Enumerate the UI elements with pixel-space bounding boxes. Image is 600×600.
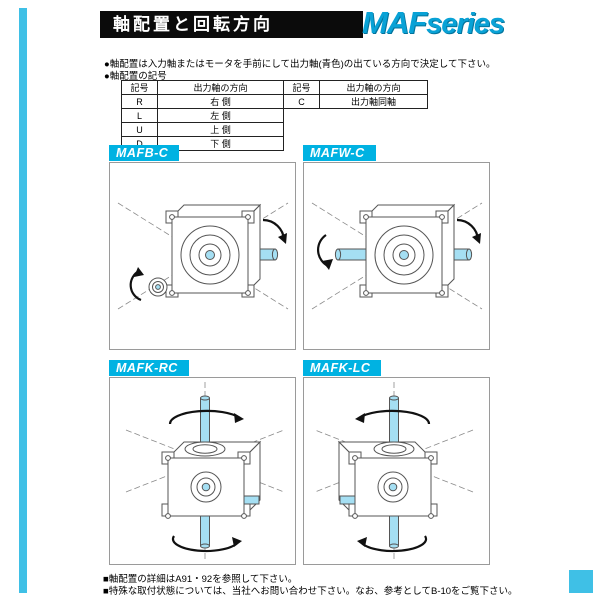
page-corner-tab xyxy=(569,570,593,593)
panel-mafb-c: MAFB-C xyxy=(109,144,296,350)
col-header-direction: 出力軸の方向 xyxy=(157,80,284,95)
front-bearing-cover xyxy=(190,471,222,503)
series-logo-series: series xyxy=(426,8,505,40)
panel-box xyxy=(109,162,296,350)
gearbox-illustration-horizontal xyxy=(117,202,289,310)
footer-note-1: ■軸配置の詳細はA91・92を参照して下さい。 xyxy=(103,574,298,585)
rotation-arrows xyxy=(355,409,431,553)
table-row: R 右 側 xyxy=(121,94,284,109)
col-header-direction: 出力軸の方向 xyxy=(319,80,428,95)
top-flange xyxy=(373,441,415,457)
output-bore xyxy=(180,225,240,285)
lower-output-shaft xyxy=(200,495,260,549)
table-header-row: 記号 出力軸の方向 xyxy=(121,80,284,95)
panel-box xyxy=(109,377,296,565)
panel-box xyxy=(303,162,490,350)
direction-cell: 下 側 xyxy=(157,136,284,151)
output-bore-center xyxy=(399,250,409,260)
page-title-bar: 軸配置と回転方向 xyxy=(100,11,363,38)
front-bearing-cover xyxy=(377,471,409,503)
symbol-cell: C xyxy=(283,94,320,109)
gearbox-body xyxy=(165,203,262,298)
lower-output-shaft xyxy=(339,495,399,549)
panel-box xyxy=(303,377,490,565)
rotation-arrows xyxy=(316,218,481,270)
rotation-arrows xyxy=(129,218,287,302)
direction-cell: 左 側 xyxy=(157,108,284,123)
gearbox-illustration-horizontal xyxy=(311,202,483,310)
rotation-arrows xyxy=(168,409,244,553)
gearbox-illustration-vertical xyxy=(314,382,474,560)
symbol-cell: R xyxy=(121,94,158,109)
panel-mafk-lc: MAFK-LC xyxy=(303,359,490,565)
table-row: L 左 側 xyxy=(121,108,284,123)
symbol-cell: L xyxy=(121,108,158,123)
direction-cell: 出力軸同軸 xyxy=(319,94,428,109)
gearbox-illustration-vertical xyxy=(125,382,285,560)
upper-output-shaft xyxy=(389,395,399,445)
table-header-row: 記号 出力軸の方向 xyxy=(283,80,428,95)
top-flange xyxy=(184,441,226,457)
panel-label: MAFB-C xyxy=(109,145,180,161)
symbol-cell: U xyxy=(121,122,158,137)
output-bore-center xyxy=(205,250,215,260)
mirrored-illustration-wrapper xyxy=(304,378,489,564)
panel-label: MAFK-LC xyxy=(303,360,382,376)
input-shaft xyxy=(334,248,367,261)
direction-cell: 右 側 xyxy=(157,94,284,109)
series-logo: MAFseries xyxy=(362,5,505,41)
note-line-1: ●軸配置は入力軸またはモータを手前にして出力軸(青色)の出ている方向で決定して下… xyxy=(104,59,496,70)
series-logo-maf: MAF xyxy=(362,5,427,40)
input-shaft xyxy=(148,277,168,297)
upper-output-shaft xyxy=(200,395,210,445)
output-shaft xyxy=(259,248,279,261)
table-row: C 出力軸同軸 xyxy=(283,94,428,109)
panel-mafw-c: MAFW-C xyxy=(303,144,490,350)
panel-mafk-rc: MAFK-RC xyxy=(109,359,296,565)
table-row: U 上 側 xyxy=(121,122,284,137)
output-bore xyxy=(374,225,434,285)
direction-cell: 上 側 xyxy=(157,122,284,137)
output-shaft xyxy=(453,248,473,261)
page-title: 軸配置と回転方向 xyxy=(113,15,273,34)
footer-note-2: ■特殊な取付状態については、当社へお問い合わせ下さい。なお、参考としてB-10を… xyxy=(103,586,518,597)
panel-label: MAFW-C xyxy=(303,145,376,161)
col-header-symbol: 記号 xyxy=(121,80,158,95)
shaft-symbol-table-left: 記号 出力軸の方向 R 右 側 L 左 側 U 上 側 D 下 側 xyxy=(121,80,284,151)
note-line-2: ●軸配置の記号 xyxy=(104,71,167,82)
shaft-symbol-table-right: 記号 出力軸の方向 C 出力軸同軸 xyxy=(283,80,428,109)
left-accent-strip xyxy=(19,8,27,593)
panel-label: MAFK-RC xyxy=(109,360,189,376)
col-header-symbol: 記号 xyxy=(283,80,320,95)
